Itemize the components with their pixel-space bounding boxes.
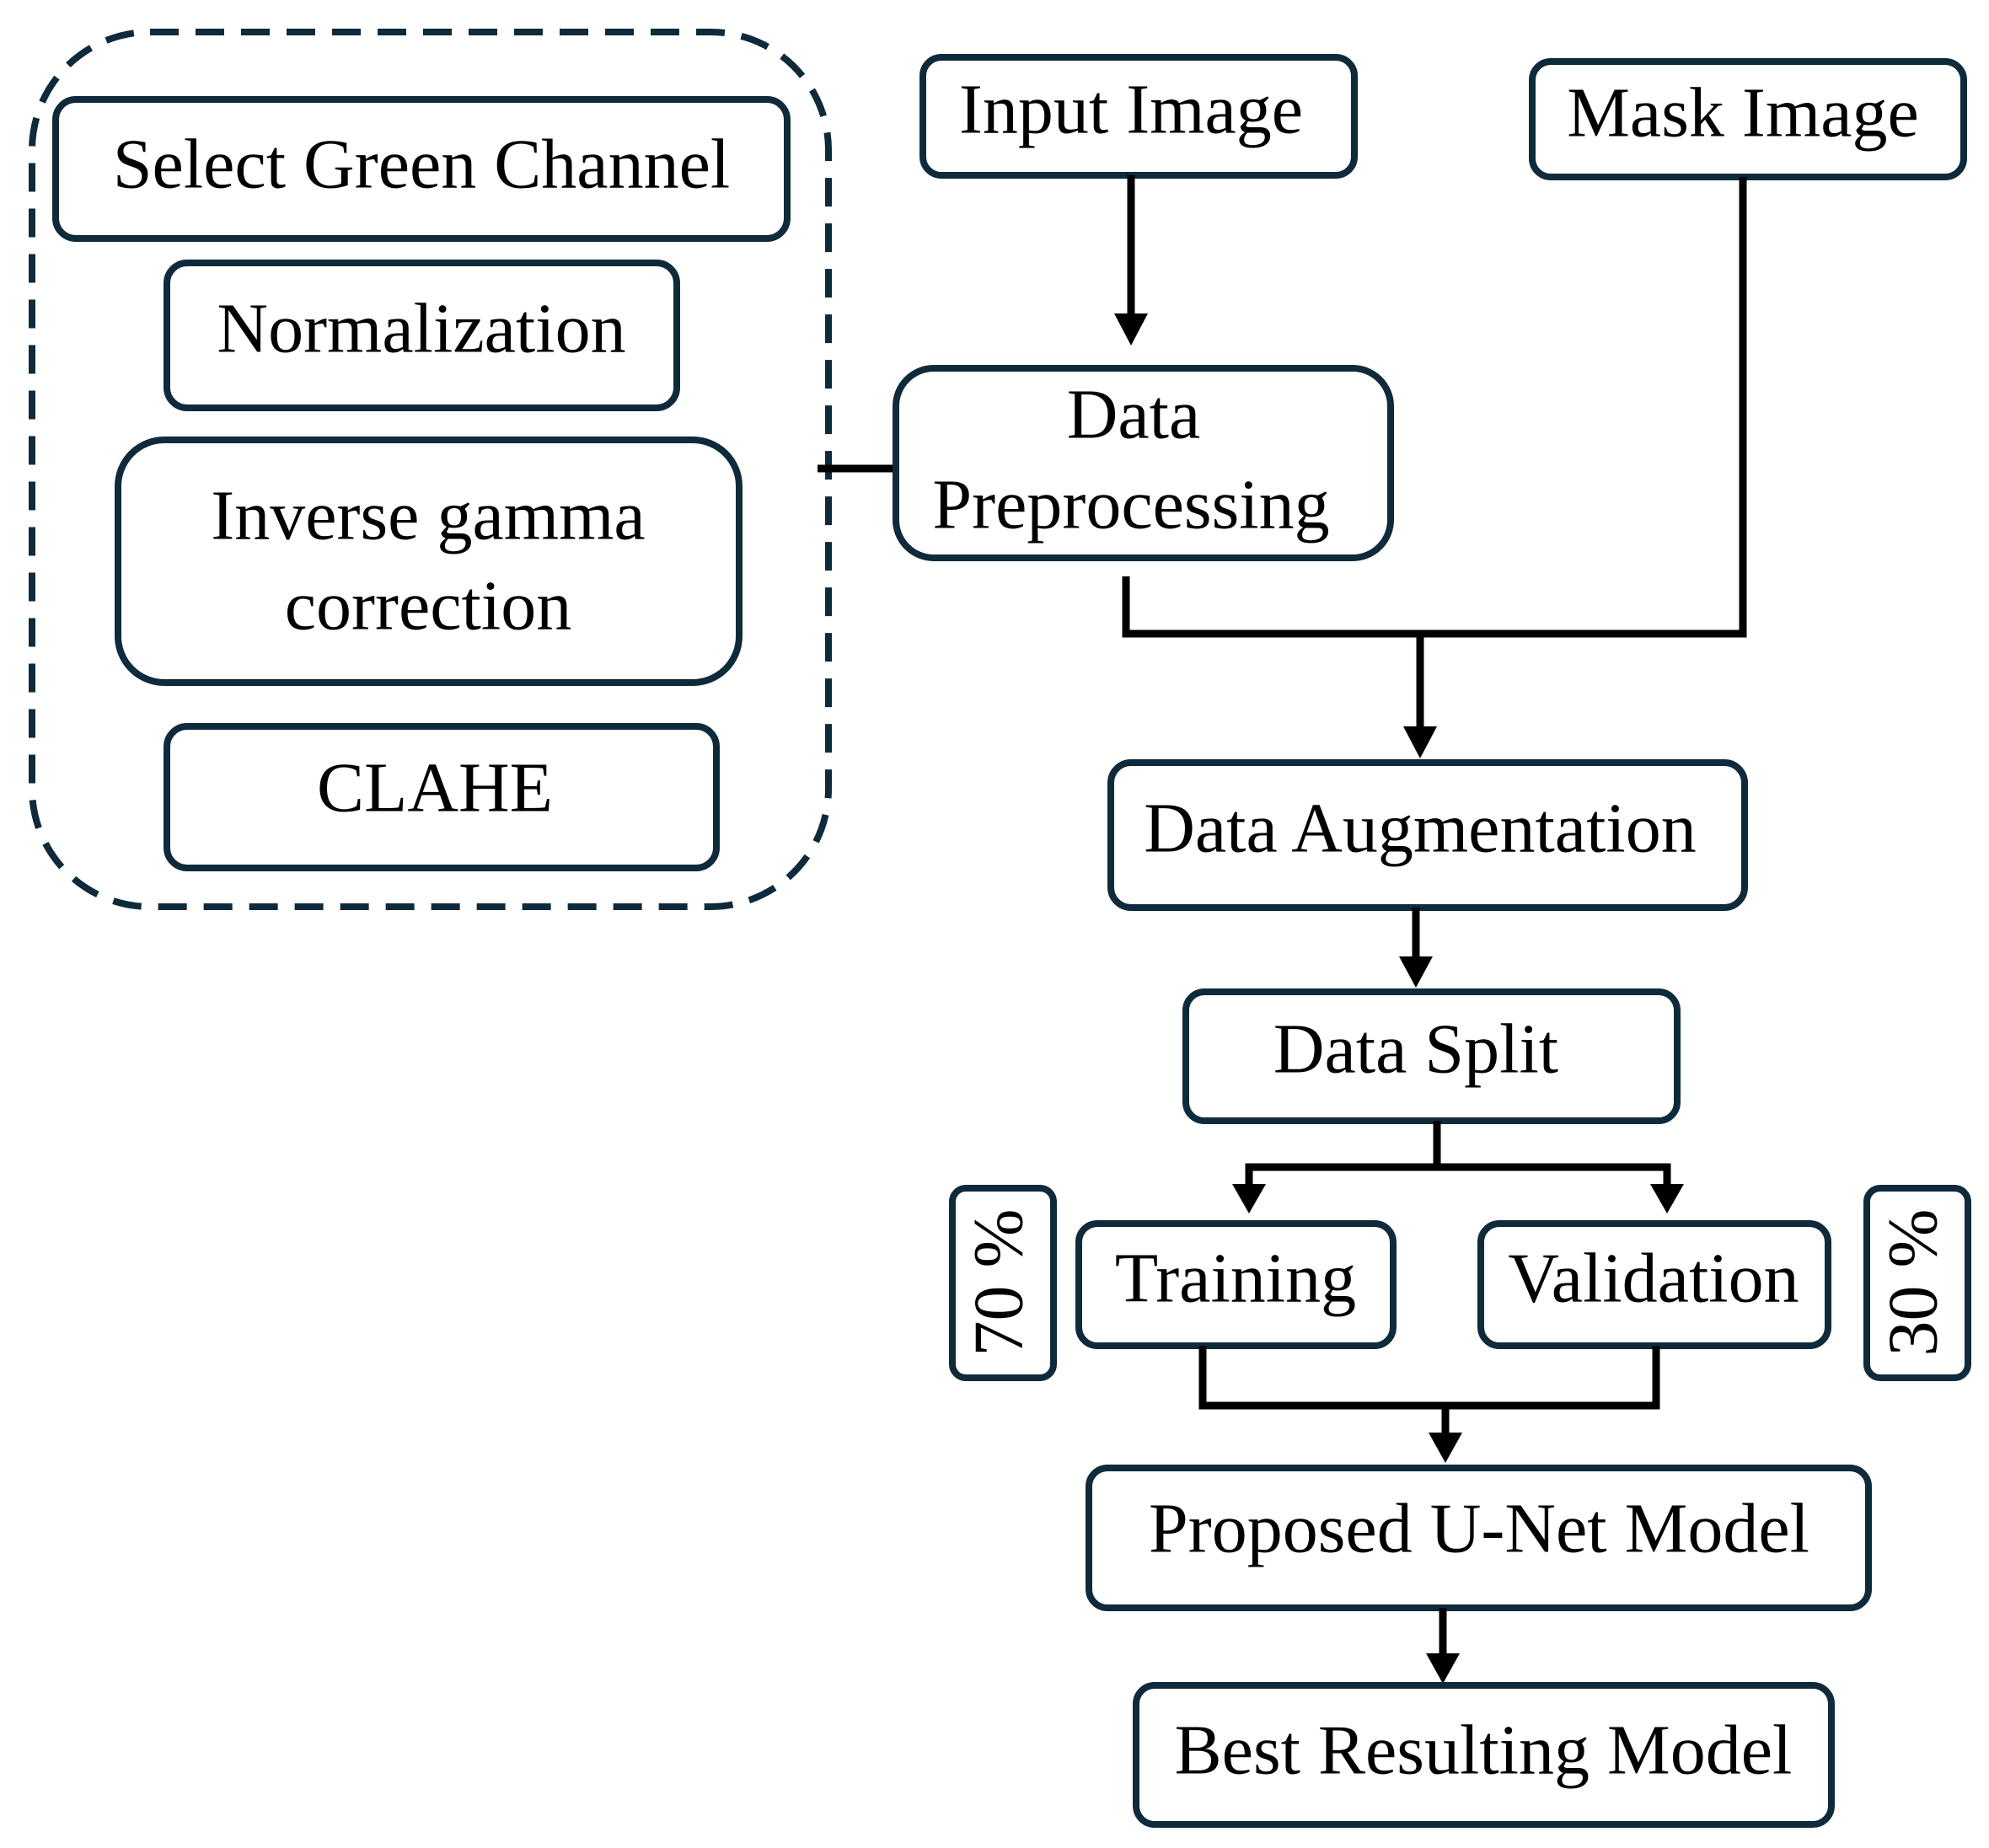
- validation-share-badge: 30 %: [1863, 1185, 1971, 1381]
- proposed-unet-model-node: Proposed U-Net Model: [1086, 1465, 1872, 1611]
- mask-image-node: Mask Image: [1529, 58, 1967, 180]
- training-share-badge: 70 %: [949, 1185, 1057, 1381]
- input-image-node: Input Image: [919, 54, 1358, 179]
- clahe-node: CLAHE: [164, 723, 720, 871]
- training-node: Training: [1075, 1220, 1397, 1349]
- edge-preprocessing-to-merge: [1122, 576, 1420, 638]
- validation-share-label: 30 %: [1874, 1209, 1952, 1357]
- training-share-label: 70 %: [959, 1209, 1037, 1357]
- data-split-node: Data Split: [1182, 988, 1681, 1124]
- edge-mask-to-merge: [1416, 177, 1747, 638]
- select-green-channel-node: Select Green Channel: [52, 96, 791, 242]
- inverse-gamma-label-line2: correction: [285, 566, 571, 645]
- best-resulting-model-node: Best Resulting Model: [1133, 1682, 1835, 1828]
- arrowhead-model-to-best: [1426, 1653, 1460, 1684]
- data-preprocessing-label-line1: Data: [1067, 375, 1201, 453]
- data-augmentation-label: Data Augmentation: [1144, 789, 1697, 867]
- arrowhead-merge-to-model: [1429, 1433, 1462, 1463]
- edge-split-to-validation: [1437, 1163, 1671, 1184]
- validation-node: Validation: [1477, 1220, 1831, 1349]
- arrowhead-augmentation-to-split: [1399, 956, 1433, 988]
- arrowhead-merge-to-augmentation: [1403, 726, 1437, 758]
- arrowhead-split-to-validation: [1650, 1184, 1684, 1213]
- arrowhead-input-to-preprocessing: [1114, 313, 1148, 345]
- proposed-unet-model-label: Proposed U-Net Model: [1149, 1489, 1809, 1567]
- mask-image-label: Mask Image: [1567, 73, 1919, 152]
- edge-split-to-training: [1245, 1163, 1437, 1184]
- input-image-label: Input Image: [959, 70, 1303, 148]
- data-preprocessing-node: Data Preprocessing: [893, 365, 1394, 561]
- data-preprocessing-label-line2: Preprocessing: [932, 465, 1329, 544]
- training-label: Training: [1115, 1239, 1356, 1317]
- validation-label: Validation: [1508, 1239, 1799, 1317]
- data-split-label: Data Split: [1273, 1010, 1558, 1088]
- normalization-node: Normalization: [164, 260, 680, 411]
- inverse-gamma-label-line1: Inverse gamma: [211, 476, 645, 554]
- inverse-gamma-correction-node: Inverse gamma correction: [115, 437, 743, 686]
- best-resulting-model-label: Best Resulting Model: [1175, 1711, 1793, 1789]
- arrowhead-split-to-training: [1232, 1184, 1266, 1213]
- edge-training-to-merge: [1198, 1346, 1450, 1410]
- data-augmentation-node: Data Augmentation: [1107, 759, 1748, 911]
- clahe-label: CLAHE: [317, 748, 553, 827]
- normalization-label: Normalization: [217, 289, 625, 367]
- select-green-channel-label: Select Green Channel: [113, 125, 730, 203]
- edge-validation-to-merge: [1445, 1346, 1660, 1410]
